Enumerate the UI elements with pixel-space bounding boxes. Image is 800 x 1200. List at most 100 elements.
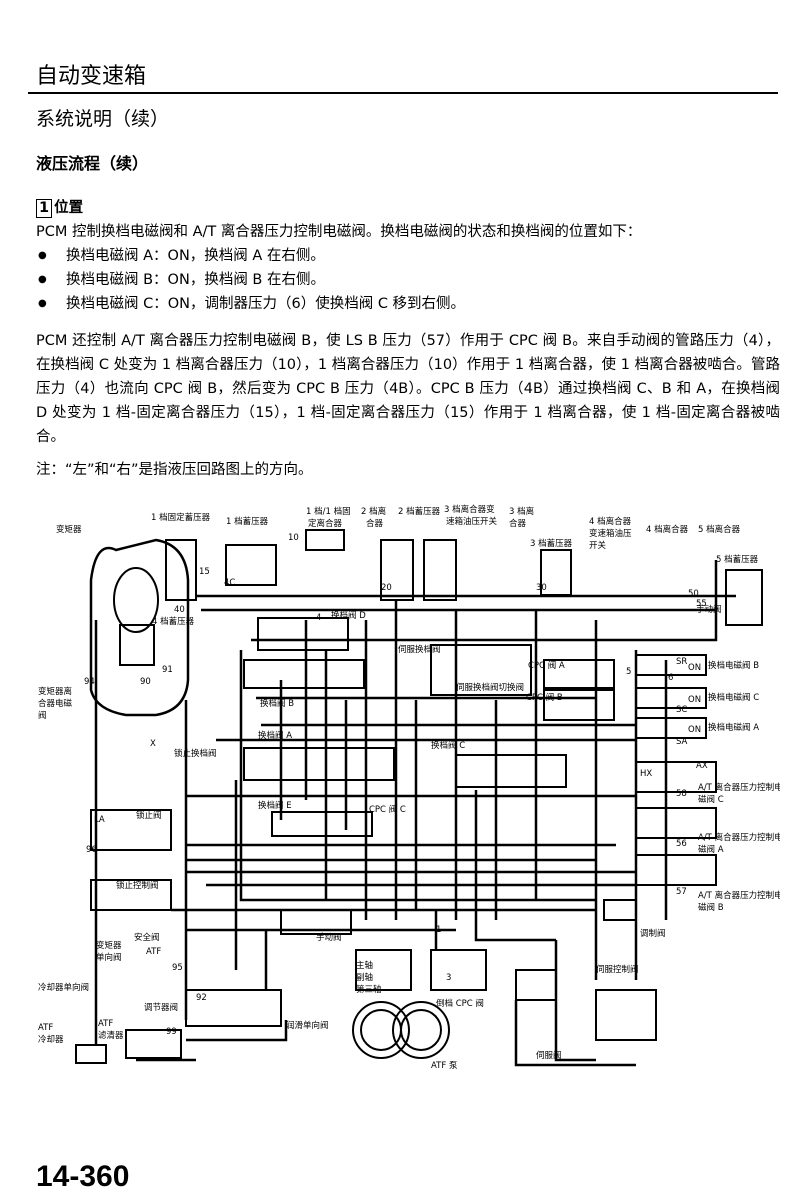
label-shift-valve-d: 换档阀 D: [331, 610, 366, 621]
label-lspc-c-b: 磁阀 C: [698, 794, 724, 805]
port-15: 15: [199, 567, 210, 577]
label-shift-valve-e: 换档阀 E: [258, 800, 292, 811]
label-lc-solenoid-b: 合器电磁: [38, 698, 73, 709]
label-safety-valve: 安全阀: [134, 932, 160, 943]
label-sol-b: 换档电磁阀 B: [708, 660, 759, 671]
bullet-item: 换档电磁阀 B：ON，换档阀 B 在右侧。: [36, 268, 465, 292]
port-94: 94: [84, 677, 95, 687]
label-tc-check-b: 单向阀: [96, 952, 122, 963]
label-third-clutch-a: 3 档离: [509, 506, 534, 517]
label-lc-solenoid-c: 阀: [38, 711, 47, 721]
label-servo-valve: 伺服阀: [536, 1050, 562, 1061]
hydraulic-circuit-diagram: 变矩器 1 档固定蓄压器 1 档蓄压器 1 档/1 档固 定离合器 2 档离 合…: [38, 504, 780, 1071]
port-sa: SA: [676, 737, 688, 747]
port-5: 5: [626, 667, 631, 677]
label-fourth-switch-a: 4 档离合器: [589, 516, 632, 527]
label-sol-a: 换档电磁阀 A: [708, 722, 759, 733]
port-99: 99: [166, 1027, 177, 1037]
label-on-c: ON: [688, 695, 701, 705]
port-la: LA: [94, 815, 105, 825]
label-lspc-a-b: 磁阀 A: [698, 844, 724, 855]
label-second-accumulator: 2 档蓄压器: [398, 506, 441, 517]
label-shaft-a: 主轴: [356, 960, 373, 971]
label-cooler-check: 冷却器单向阀: [38, 982, 89, 993]
port-92: 92: [196, 993, 207, 1003]
port-hx: HX: [640, 769, 652, 779]
port-96: 96: [86, 845, 97, 855]
label-servo-shift-check: 伺服换档阀切换阀: [456, 682, 524, 693]
port-1: 1: [436, 925, 441, 935]
step-number: 1: [36, 199, 53, 218]
label-shift-valve-c: 换档阀 C: [431, 740, 465, 751]
label-first-clutch-b: 定离合器: [308, 518, 343, 529]
section-title: 系统说明（续）: [36, 108, 170, 130]
label-cpc-a: CPC 阀 A: [528, 661, 565, 671]
step-intro: PCM 控制换档电磁阀和 A/T 离合器压力控制电磁阀。换档电磁阀的状态和换档阀…: [36, 224, 642, 240]
label-servo-shift-valve: 伺服换档阀: [398, 644, 441, 655]
label-atf-filter-b: 滤清器: [98, 1030, 124, 1041]
label-first-clutch-a: 1 档/1 档固: [306, 506, 351, 517]
label-third-clutch-trans-a: 3 档离合器变: [444, 504, 495, 515]
label-fourth-switch-c: 开关: [589, 540, 607, 551]
label-manual-valve-top: 手动阀: [696, 604, 722, 615]
label-cpc-b: CPC 阀 B: [526, 693, 563, 703]
label-tc-check-a: 变矩器: [96, 940, 122, 951]
label-lspc-c-a: A/T 离合器压力控制电: [698, 782, 780, 793]
label-atf-cooler-a: ATF: [38, 1023, 53, 1033]
label-fourth-clutch: 4 档离合器: [646, 524, 689, 535]
port-6: 6: [668, 673, 673, 683]
label-modulator: 调制阀: [640, 928, 666, 939]
port-58: 58: [676, 789, 687, 799]
port-20: 20: [381, 583, 392, 593]
port-4: 4: [316, 613, 321, 623]
label-shift-valve-b: 换档阀 B: [260, 698, 294, 709]
port-55: 55: [696, 599, 707, 609]
port-atf: ATF: [146, 947, 161, 957]
port-sc: SC: [676, 705, 687, 715]
port-30: 30: [536, 583, 547, 593]
port-3: 3: [446, 973, 451, 983]
label-shift-valve-a: 换档阀 A: [258, 730, 292, 741]
label-on-b: ON: [688, 663, 701, 673]
label-fifth-clutch: 5 档离合器: [698, 524, 741, 535]
port-90: 90: [140, 677, 151, 687]
label-lc-solenoid-a: 变矩器离: [38, 686, 72, 697]
bullet-item: 换档电磁阀 C：ON，调制器压力（6）使换档阀 C 移到右侧。: [36, 292, 465, 316]
port-57: 57: [676, 887, 687, 897]
paragraph: PCM 还控制 A/T 离合器压力控制电磁阀 B，使 LS B 压力（57）作用…: [36, 333, 780, 445]
port-ax: AX: [696, 761, 708, 771]
label-fourth-switch-b: 变速箱油压: [589, 528, 632, 539]
port-56: 56: [676, 839, 687, 849]
label-third-accumulator: 3 档蓄压器: [530, 538, 573, 549]
step-title: 位置: [54, 200, 84, 216]
label-lspc-a-a: A/T 离合器压力控制电: [698, 832, 780, 843]
label-fourth-accumulator: 4 档蓄压器: [152, 616, 195, 627]
label-atf-cooler-b: 冷却器: [38, 1034, 64, 1045]
label-cpc-c: CPC 阀 C: [369, 805, 406, 815]
bullet-item: 换档电磁阀 A：ON，换档阀 A 在右侧。: [36, 244, 465, 268]
port-40: 40: [174, 605, 185, 615]
label-second-clutch-b: 合器: [366, 518, 384, 529]
note: 注：“左”和“右”是指液压回路图上的方向。: [36, 462, 313, 478]
label-lspc-b-a: A/T 离合器压力控制电: [698, 890, 780, 901]
label-fifth-accumulator: 5 档蓄压器: [716, 554, 759, 565]
label-lockup-valve: 锁止阀: [136, 810, 162, 821]
bullet-list: 换档电磁阀 A：ON，换档阀 A 在右侧。 换档电磁阀 B：ON，换档阀 B 在…: [36, 244, 465, 316]
label-third-clutch-b: 合器: [509, 518, 527, 529]
label-manual-valve: 手动阀: [316, 932, 342, 943]
label-lspc-b-b: 磁阀 B: [698, 902, 724, 913]
page-number: 14-360: [36, 1160, 130, 1193]
label-third-clutch-trans-b: 速箱油压开关: [446, 516, 498, 527]
header-rule: [28, 92, 778, 94]
label-torque-converter: 变矩器: [56, 524, 82, 535]
label-first-accumulator: 1 档蓄压器: [226, 516, 269, 527]
label-reverse-cpc: 倒档 CPC 阀: [436, 998, 484, 1009]
label-atf-pump: ATF 泵: [431, 1061, 458, 1071]
port-x: X: [150, 739, 156, 749]
port-91: 91: [162, 665, 173, 675]
label-shaft-b: 副轴: [356, 972, 373, 983]
port-sr: SR: [676, 657, 687, 667]
label-second-clutch-a: 2 档离: [361, 506, 386, 517]
label-sol-c: 换档电磁阀 C: [708, 692, 759, 703]
